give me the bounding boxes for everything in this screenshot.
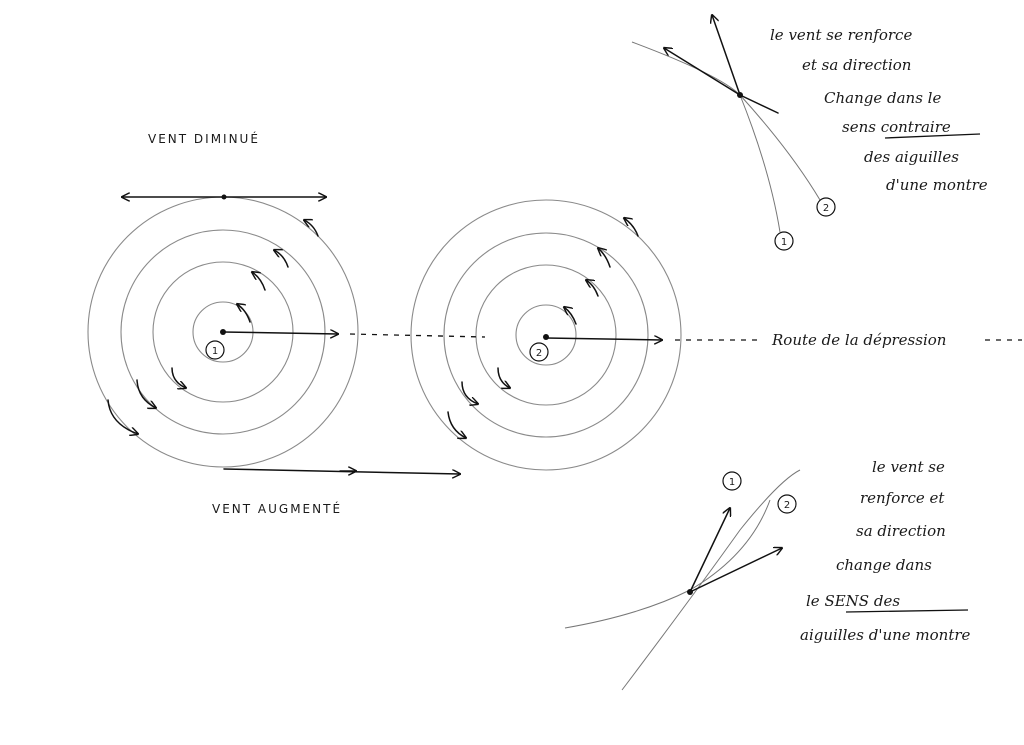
isobar-ring — [475, 264, 617, 406]
wind-arrow — [304, 220, 319, 237]
depression-2: 2 — [410, 199, 682, 471]
position-marker — [816, 197, 836, 217]
wind-arrows-lower-2 — [447, 367, 510, 438]
note-line: Change dans le — [824, 89, 941, 107]
motion-vector — [545, 338, 662, 340]
isobar-ring — [443, 232, 649, 438]
underline — [884, 133, 981, 139]
note-line: le vent se — [872, 458, 945, 476]
wind-vector-2 — [664, 48, 741, 96]
isobar-ring — [120, 229, 326, 435]
position-label: 2 — [823, 203, 829, 214]
wind-arrow — [624, 218, 639, 237]
trajectory-curve — [564, 499, 771, 629]
note-line: d'une montre — [886, 176, 988, 194]
trajectory-curve — [631, 41, 821, 201]
wind-increased-label: VENT AUGMENTÉ — [212, 501, 342, 516]
wind-arrows-upper-2 — [564, 218, 639, 325]
wind-arrow — [136, 379, 156, 408]
route-label: Route de la dépression — [771, 331, 946, 349]
motion-vector — [222, 332, 338, 334]
position-label: 1 — [781, 237, 787, 248]
position-label: 2 — [536, 348, 542, 359]
vector-extension — [739, 94, 779, 114]
wind-arrow — [252, 272, 266, 291]
underline — [845, 609, 969, 613]
wind-arrow — [564, 307, 577, 325]
note-veering: le vent se renforce et sa direction chan… — [800, 458, 971, 644]
wind-arrow — [274, 250, 289, 268]
wind-arrow — [497, 367, 510, 388]
note-line: aiguilles d'une montre — [800, 626, 971, 644]
note-line: le SENS des — [806, 592, 900, 610]
wind-arrow — [171, 367, 186, 388]
backing-diagram: 1 2 — [631, 15, 836, 251]
route-line — [349, 333, 486, 338]
position-marker — [774, 231, 794, 251]
wind-decreased-label: VENT DIMINUÉ — [148, 131, 260, 146]
depression-1: 1 — [87, 196, 359, 468]
note-line: sa direction — [856, 522, 946, 540]
wind-arrows-upper-1 — [237, 220, 319, 323]
isobar-ring — [410, 199, 682, 471]
vector-origin — [687, 589, 693, 595]
wind-arrow — [461, 381, 478, 404]
note-line: renforce et — [860, 489, 945, 507]
position-label: 2 — [784, 500, 790, 511]
note-line: sens contraire — [842, 118, 951, 136]
position-label: 1 — [729, 477, 735, 488]
note-line: des aiguilles — [864, 148, 959, 166]
note-line: et sa direction — [802, 56, 911, 74]
wind-vector-2 — [689, 548, 782, 593]
position-marker — [205, 340, 225, 360]
isobar-ring — [515, 304, 577, 366]
arrow-midpoint — [221, 194, 227, 200]
position-marker — [722, 471, 742, 491]
note-line: le vent se renforce — [770, 26, 912, 44]
wind-arrow — [598, 248, 611, 268]
vector-origin — [737, 92, 743, 98]
position-marker — [529, 342, 549, 362]
wind-arrows-lower-1 — [107, 367, 186, 434]
wind-vector-1 — [712, 15, 741, 96]
wind-arrow — [586, 280, 599, 297]
wind-arrow — [237, 304, 251, 323]
wind-vector-1 — [689, 508, 730, 593]
trajectory-curve — [621, 469, 801, 691]
note-line: change dans — [836, 556, 932, 574]
trajectory-curve — [739, 94, 781, 233]
isobar-ring — [152, 261, 294, 403]
veering-diagram: 1 2 — [564, 469, 801, 691]
wind-arrow — [107, 399, 138, 434]
position-label: 1 — [212, 346, 218, 357]
note-backing: le vent se renforce et sa direction Chan… — [770, 26, 988, 194]
position-marker — [777, 494, 797, 514]
center-point — [543, 334, 549, 340]
wind-arrow — [447, 411, 466, 438]
